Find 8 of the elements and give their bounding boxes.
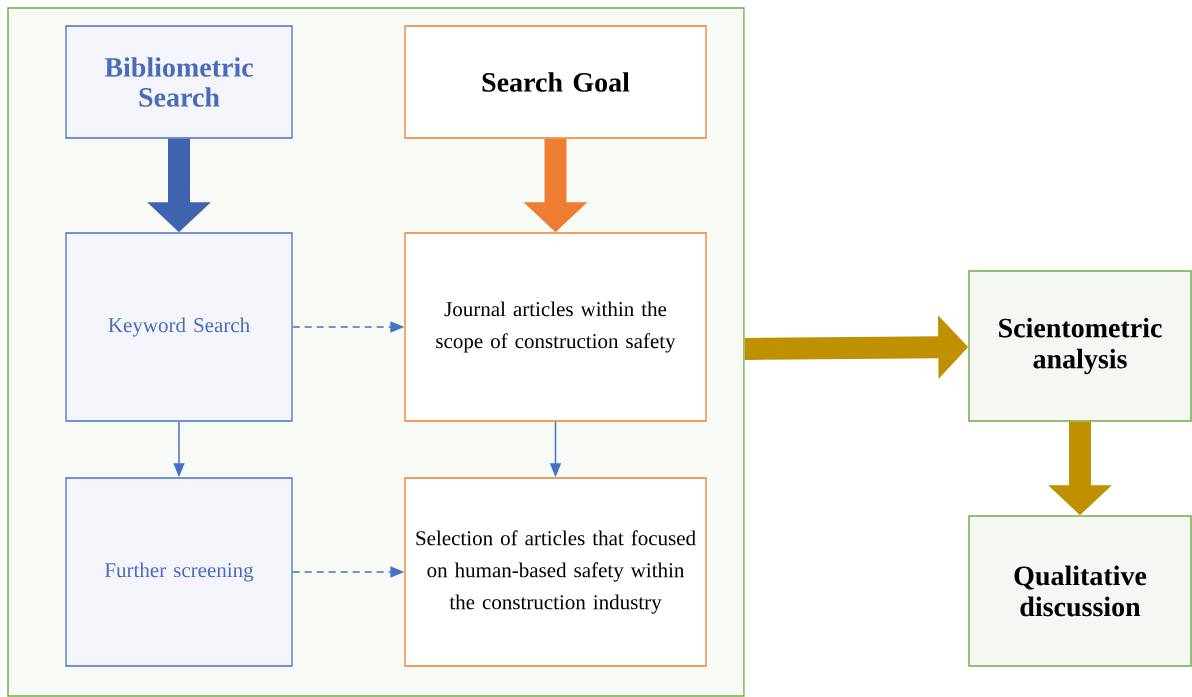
process-box: Qualitative discussion: [968, 515, 1192, 667]
process-box: Keyword Search: [65, 232, 293, 422]
process-box: Journal articles within the scope of construction safety: [404, 232, 707, 422]
process-box: Further screening: [65, 477, 293, 667]
process-box: Bibliometric Search: [65, 25, 293, 139]
process-box: Scientometric analysis: [968, 270, 1192, 422]
process-box: Search Goal: [404, 25, 707, 139]
process-box: Selection of articles that focused on human-based safety within the construction industry: [404, 477, 707, 667]
